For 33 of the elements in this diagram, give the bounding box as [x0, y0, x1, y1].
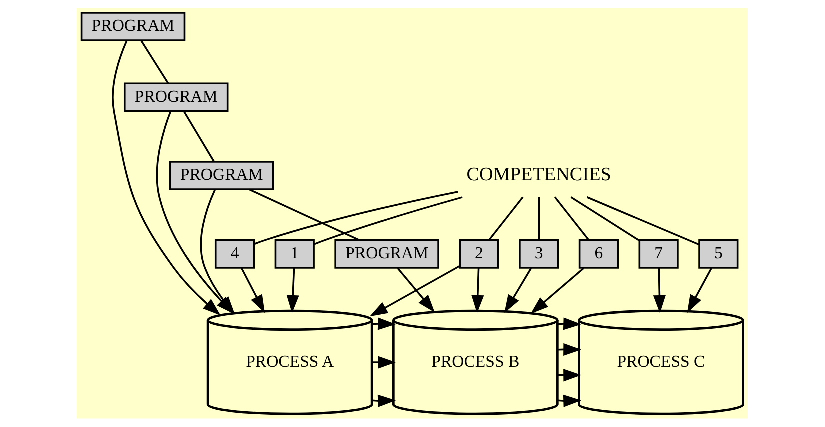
connector: [249, 188, 360, 242]
connector: [488, 196, 524, 241]
node-box: 7: [638, 240, 679, 269]
node-box: 5: [698, 240, 739, 269]
arrow: [370, 265, 460, 317]
node-box: PROGRAM: [80, 12, 186, 42]
connector: [314, 196, 463, 246]
connector: [140, 40, 170, 84]
arrow: [472, 268, 484, 314]
arrow: [504, 268, 532, 314]
node-box: PROGRAM: [124, 82, 229, 112]
arrow: [687, 268, 712, 314]
arrow: [397, 268, 436, 313]
node-box: 4: [214, 240, 256, 269]
connector: [554, 196, 590, 241]
arrow: [240, 268, 266, 314]
arrow: [112, 40, 221, 316]
node-box: 3: [519, 240, 560, 269]
connector: [586, 196, 700, 246]
node-box: PROGRAM: [334, 240, 440, 269]
arrow: [286, 268, 300, 314]
arrow: [372, 356, 396, 369]
connector: [538, 197, 540, 240]
node-box: 1: [274, 240, 315, 269]
node-box: 6: [578, 240, 619, 269]
connector: [254, 191, 458, 246]
arrow: [653, 268, 666, 314]
connector: [183, 111, 216, 162]
node-box: PROGRAM: [169, 161, 274, 190]
connector: [570, 196, 640, 242]
arrow: [530, 268, 584, 314]
node-text: COMPETENCIES: [466, 164, 612, 186]
node-box: 2: [459, 240, 500, 269]
